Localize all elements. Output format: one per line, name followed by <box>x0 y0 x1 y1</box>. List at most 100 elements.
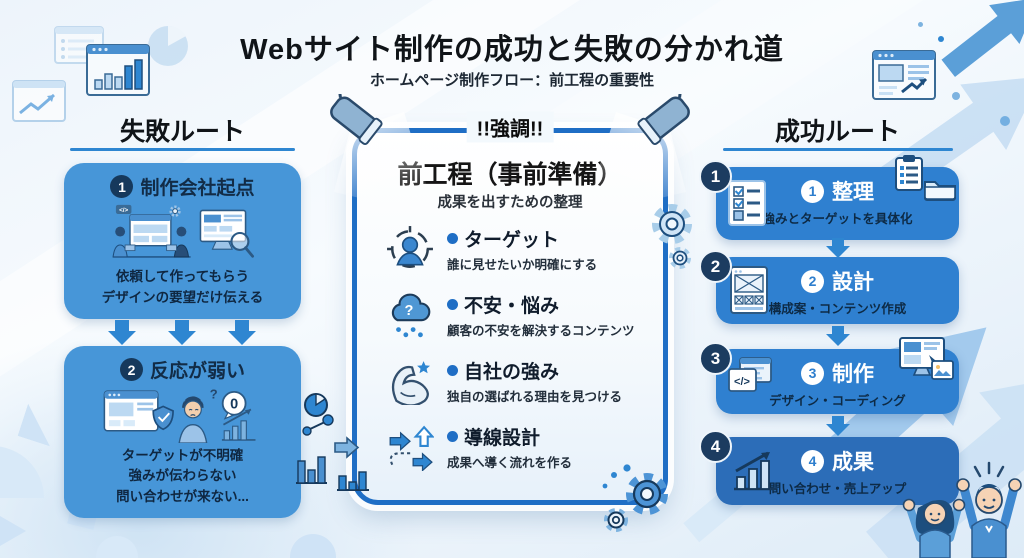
target-person-icon <box>385 225 435 273</box>
bullet-icon <box>447 233 458 244</box>
down-arrow <box>826 238 850 258</box>
failure-step-1-lines: 依頼して作ってもらう デザインの要望だけ伝える <box>102 267 264 309</box>
gears-icon <box>602 464 668 532</box>
folder-icon <box>923 175 957 201</box>
item-title-row: 自社の強み <box>447 357 622 384</box>
success-step-4-desc: 問い合わせ・売上アップ <box>768 482 907 496</box>
failure-step-2-line: 問い合わせが来ない... <box>116 488 249 504</box>
muscle-arm-icon <box>385 357 435 405</box>
checklist-icon <box>728 180 766 226</box>
circled-number: 1 <box>110 175 134 198</box>
weak-response-illustration: ? 0 <box>103 387 255 443</box>
panel-title: 前工程（事前準備） <box>397 161 623 189</box>
panel-subtitle: 成果を出すための整理 <box>437 195 583 211</box>
failure-step-2-line: 強みが伝わらない <box>128 468 237 484</box>
wireframe-icon <box>730 266 768 314</box>
success-step-3-box: </> 3 制作 デザイン・コーディング <box>716 337 959 414</box>
failure-step-2-title-row: 2 反応が弱い <box>119 356 245 383</box>
down-arrow <box>826 326 850 346</box>
bar-chart-window-icon <box>86 44 150 96</box>
panel-item-worries: ? 不安・悩み 顧客の不安を解決するコンテンツ <box>385 291 653 339</box>
item-desc: 独自の選ばれる理由を見つける <box>447 390 623 404</box>
dot <box>918 22 923 27</box>
code-glyph: </> <box>119 207 128 214</box>
failure-heading-underline <box>70 148 295 151</box>
circled-number: 4 <box>801 449 824 473</box>
question-glyph: ? <box>404 303 413 319</box>
down-arrow <box>108 320 136 345</box>
trend-card-icon <box>12 80 66 122</box>
zero-glyph: 0 <box>230 397 238 413</box>
down-arrow <box>826 416 850 436</box>
success-step-4-title-row: 4 成果 <box>801 446 874 476</box>
step-badge-4: 4 <box>699 430 732 463</box>
item-title: 自社の強み <box>464 362 560 383</box>
web-card-icon <box>872 50 936 100</box>
dot <box>1000 116 1010 126</box>
growth-chart-icon <box>732 449 778 491</box>
success-step-1-title: 整理 <box>832 181 874 204</box>
success-step-3-desc: デザイン・コーディング <box>769 394 906 408</box>
bg-arrow <box>941 0 1024 78</box>
panel-item-target: ターゲット 誰に見せたいか明確にする <box>385 225 653 273</box>
item-desc: 成果へ導く流れを作る <box>447 456 573 470</box>
rain-cloud-icon: ? <box>385 291 435 339</box>
panel-items: ターゲット 誰に見せたいか明確にする ? 不安・悩み 顧客の不安を解決するコンテ… <box>385 225 653 471</box>
clipboard-icon <box>895 155 923 191</box>
emphasis-banner: !!強調!! <box>466 111 554 143</box>
bullet-icon <box>447 365 458 376</box>
mini-analytics-icons <box>296 393 369 491</box>
failure-step-1-line: 依頼して作ってもらう <box>115 269 250 284</box>
item-desc: 顧客の不安を解決するコンテンツ <box>447 324 635 338</box>
design-monitor-icon <box>899 337 955 387</box>
question-glyph: ? <box>209 387 217 402</box>
success-step-4-box: 4 成果 問い合わせ・売上アップ <box>716 437 959 505</box>
pie-faint-icon <box>148 25 188 66</box>
code-glyph: </> <box>734 376 750 388</box>
circled-number: 1 <box>801 179 824 203</box>
success-step-2-title: 設計 <box>832 271 874 294</box>
failure-step-2-box: 2 反応が弱い ? 0 <box>64 346 301 518</box>
bullet-icon <box>447 431 458 442</box>
step-badge-1: 1 <box>699 160 732 193</box>
circled-number: 2 <box>801 269 824 293</box>
item-title: 導線設計 <box>464 428 541 449</box>
circled-number: 3 <box>801 361 824 385</box>
item-desc: 誰に見せたいか明確にする <box>447 258 598 272</box>
success-step-2-box: 2 設計 構成案・コンテンツ作成 <box>716 257 959 324</box>
circled-number: 2 <box>119 358 143 381</box>
failure-step-2-title: 反応が弱い <box>149 361 245 382</box>
item-title-row: 不安・悩み <box>447 291 635 318</box>
success-step-3-title-row: 3 制作 <box>801 358 874 388</box>
step-badge-2: 2 <box>699 250 732 283</box>
success-step-1-box: 1 整理 強みとターゲットを具体化 <box>716 155 959 240</box>
panel-item-strengths: 自社の強み 独自の選ばれる理由を見つける <box>385 357 653 405</box>
agency-meeting-illustration: </> <box>112 204 255 258</box>
item-title: 不安・悩み <box>464 296 560 317</box>
item-title: ターゲット <box>464 230 560 251</box>
failure-step-1-title: 制作会社起点 <box>140 178 255 199</box>
success-step-2-desc: 構成案・コンテンツ作成 <box>768 302 907 316</box>
failure-route-heading: 失敗ルート <box>119 118 245 146</box>
dot <box>952 92 960 100</box>
page-subtitle: ホームページ制作フロー：前工程の重要性 <box>369 72 655 89</box>
highlight-panel: 前工程（事前準備） 成果を出すための整理 ターゲット 誰に見せたいか明確に <box>352 128 668 505</box>
failure-step-1-box: 1 制作会社起点 </> <box>64 163 301 319</box>
item-title-row: 導線設計 <box>447 423 572 450</box>
failure-step-2-lines: ターゲットが不明確 強みが伝わらない 問い合わせが来ない... <box>116 446 249 507</box>
bullet-icon <box>447 299 458 310</box>
success-step-1-desc: 強みとターゲットを具体化 <box>762 212 913 226</box>
failure-step-1-title-row: 1 制作会社起点 <box>110 173 255 200</box>
success-step-1-title-row: 1 整理 <box>801 176 874 206</box>
down-arrow <box>228 320 256 345</box>
item-title-row: ターゲット <box>447 225 597 252</box>
success-step-2-title-row: 2 設計 <box>801 266 874 296</box>
success-route-heading: 成功ルート <box>774 118 900 146</box>
success-step-4-title: 成果 <box>832 451 874 474</box>
flow-arrows-icon <box>385 423 435 471</box>
celebrating-people-illustration <box>902 461 1022 558</box>
success-heading-underline <box>723 148 953 151</box>
success-step-3-title: 制作 <box>832 363 874 386</box>
panel-item-flow: 導線設計 成果へ導く流れを作る <box>385 423 653 471</box>
